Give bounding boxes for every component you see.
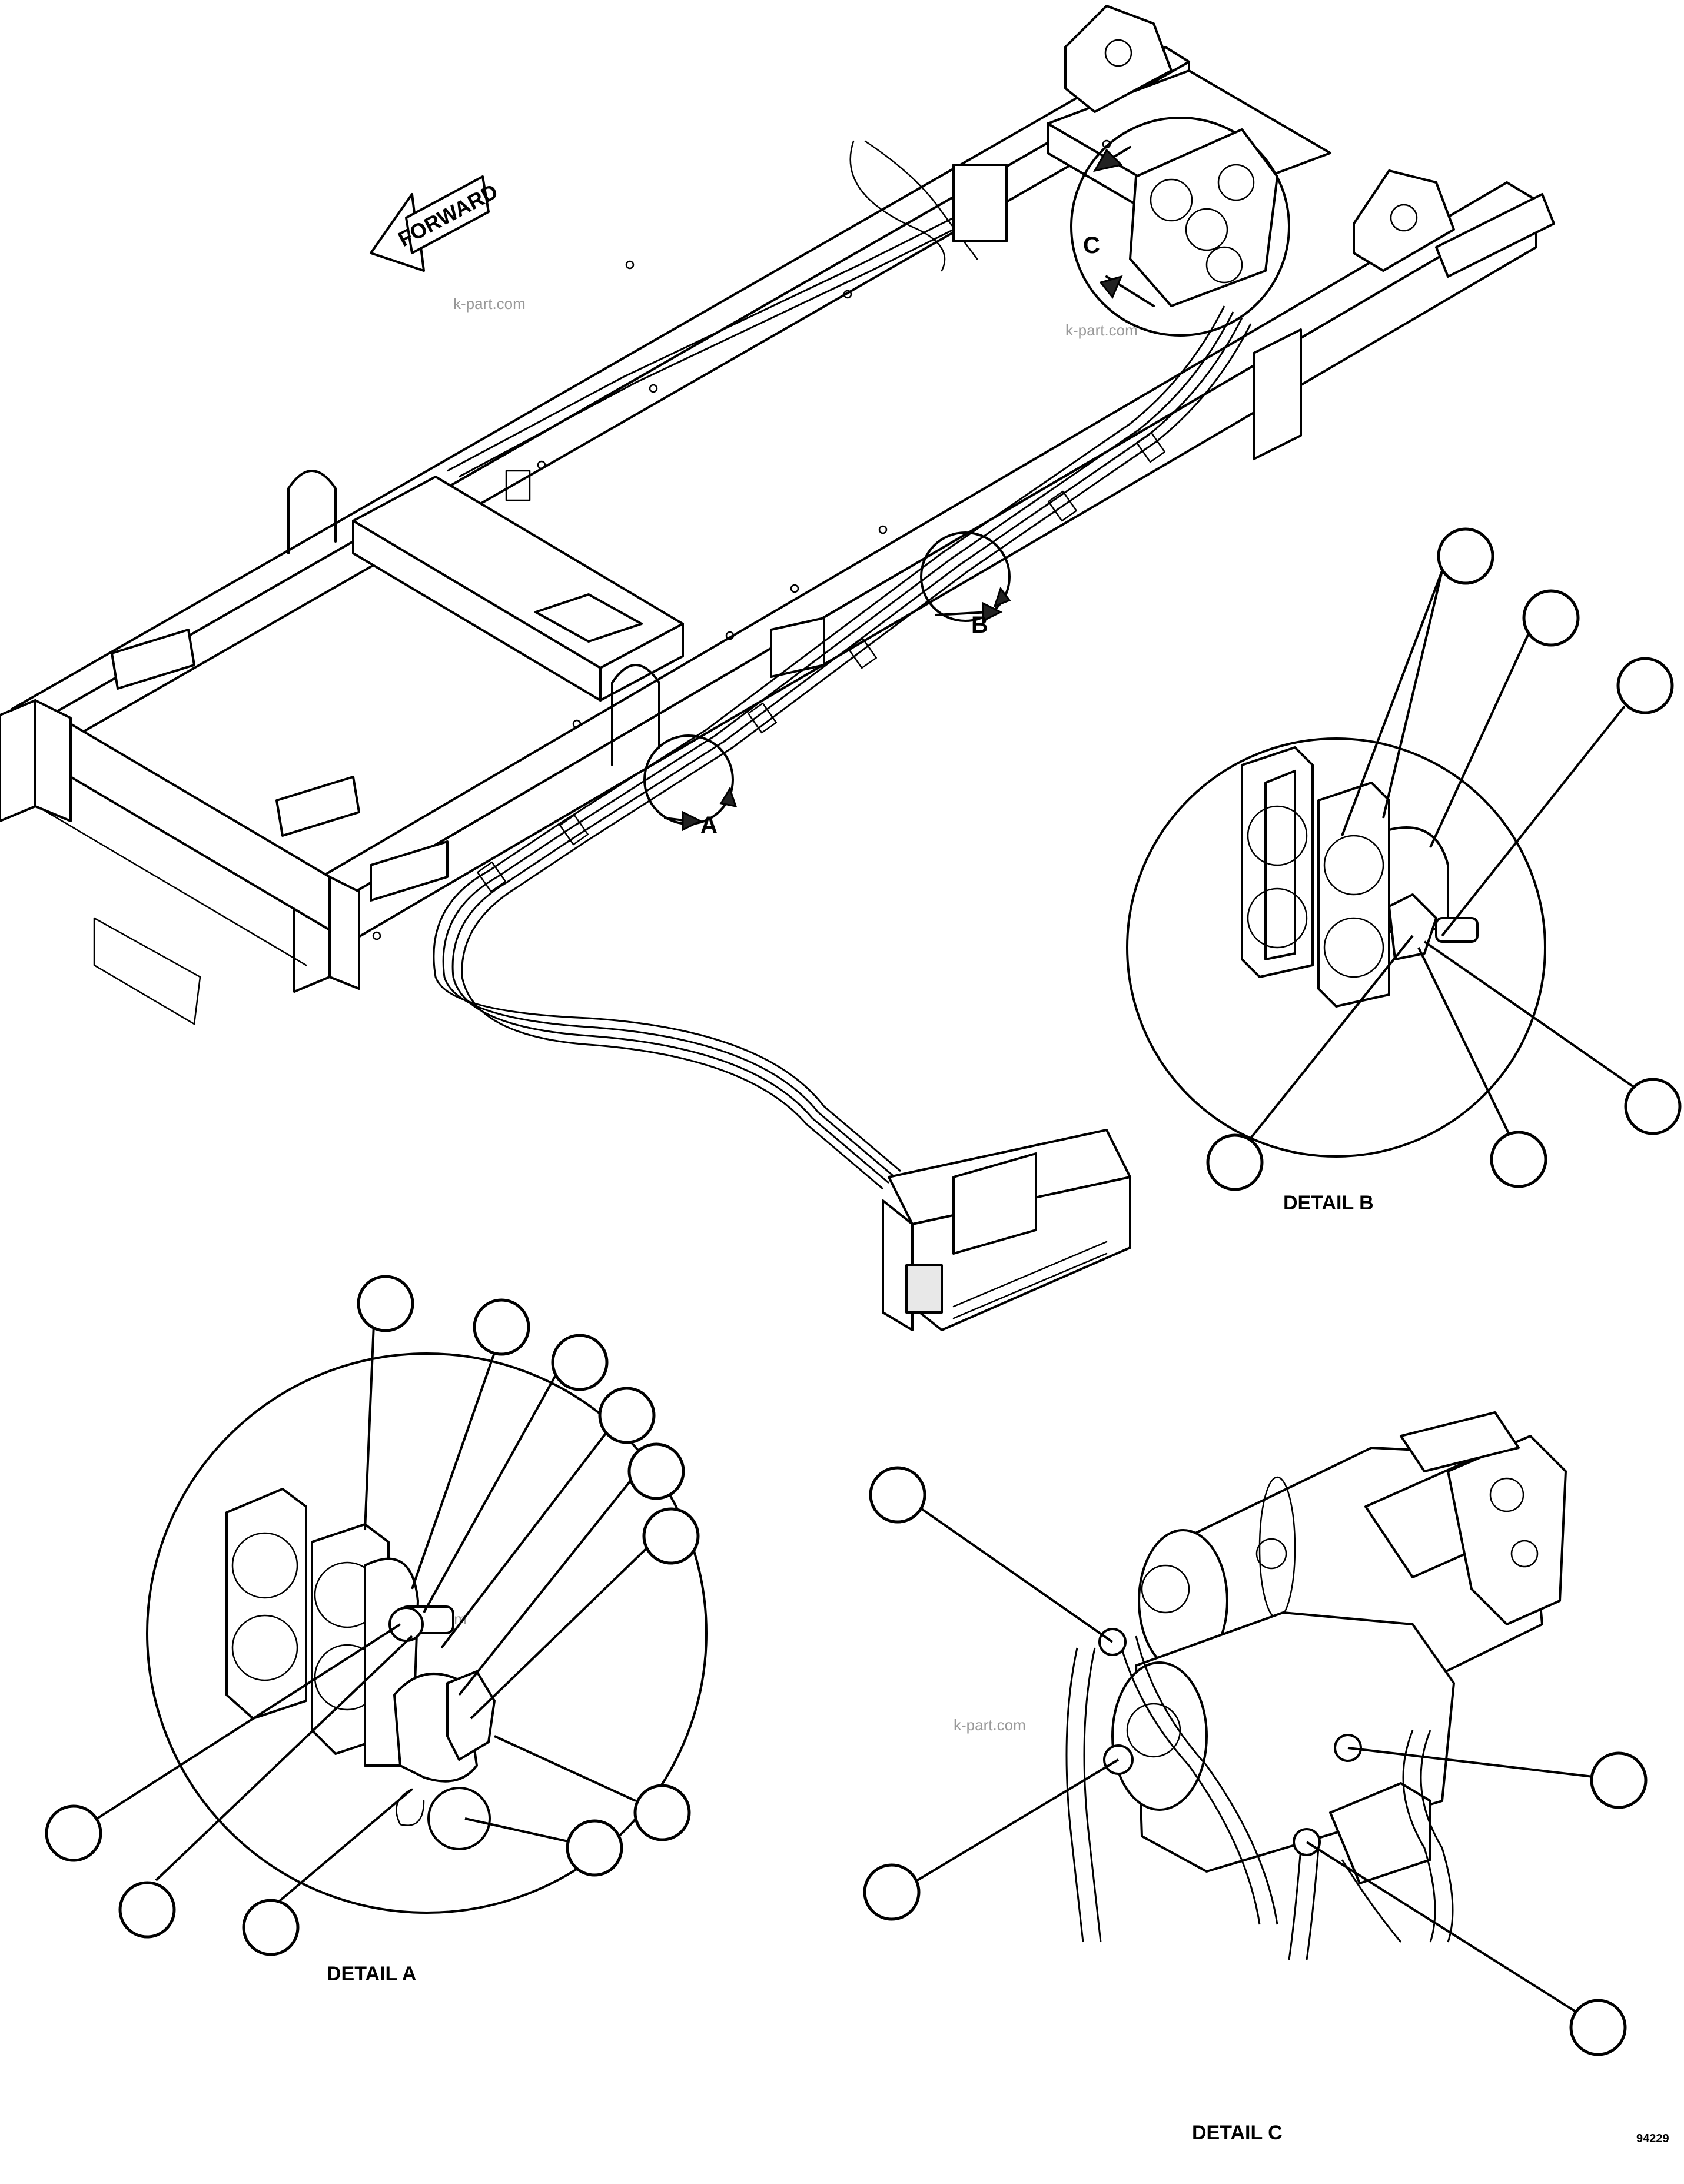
detail-b	[1126, 527, 1682, 1191]
figure-number: 94229	[1636, 2132, 1669, 2145]
watermark-1: k-part.com	[453, 295, 526, 313]
main-harness	[433, 305, 1252, 1190]
detail-a	[45, 1275, 708, 1956]
callout-b: B	[971, 612, 988, 638]
detail-a-callout-marker	[643, 734, 738, 832]
forward-arrow-icon: FORWARD	[370, 175, 501, 272]
detail-a-title: DETAIL A	[327, 1963, 416, 1985]
detail-c-title: DETAIL C	[1192, 2122, 1283, 2144]
watermark-3: k-part.com	[954, 1716, 1026, 1734]
callout-a: A	[700, 812, 718, 838]
detail-b-callout-marker	[920, 531, 1011, 623]
detail-c	[863, 1411, 1648, 2056]
watermark-2: k-part.com	[1065, 321, 1138, 339]
detail-b-title: DETAIL B	[1283, 1192, 1374, 1214]
callout-c: C	[1083, 232, 1100, 258]
starter-assembly-overview	[1070, 117, 1290, 337]
battery-box	[882, 1129, 1131, 1331]
